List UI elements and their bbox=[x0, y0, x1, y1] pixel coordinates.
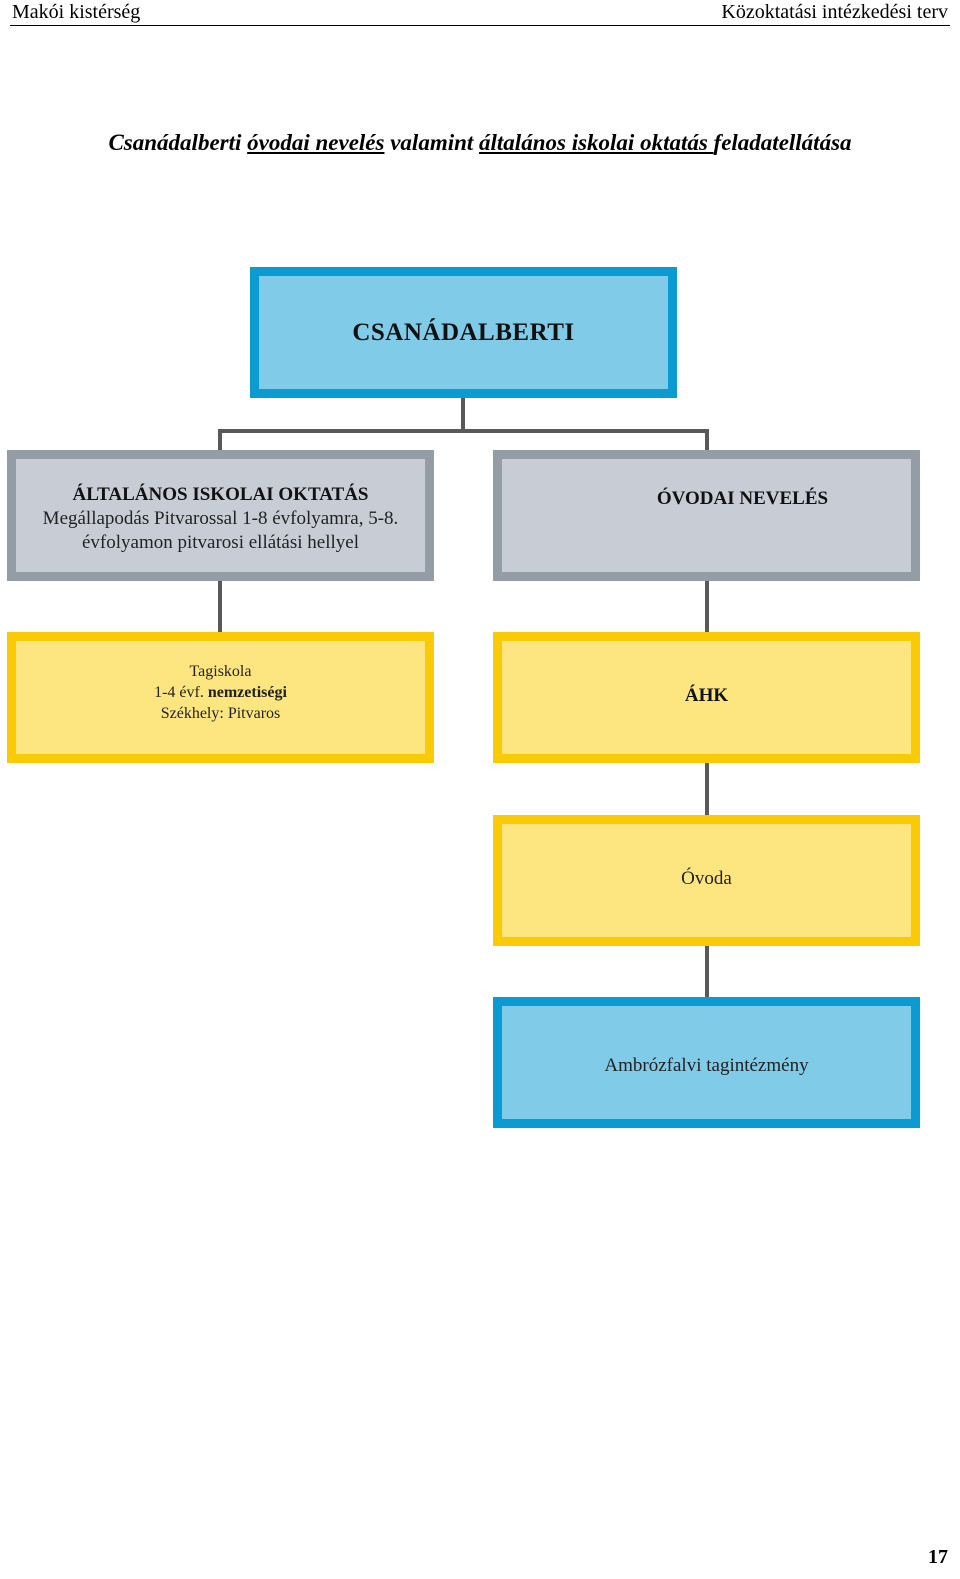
kindergarten-box: ÓVODAI NEVELÉS bbox=[493, 450, 920, 581]
connector-school-to-member bbox=[218, 580, 222, 633]
member-school-grades: 1-4 évf. bbox=[154, 684, 208, 701]
school-title: ÁLTALÁNOS ISKOLAI OKTATÁS bbox=[72, 484, 369, 505]
ovoda-box: Óvoda bbox=[493, 815, 920, 946]
root-box: CSANÁDALBERTI bbox=[250, 267, 677, 398]
school-box: ÁLTALÁNOS ISKOLAI OKTATÁS Megállapodás P… bbox=[7, 450, 434, 581]
member-school-box: Tagiskola 1-4 évf. nemzetiségi Székhely:… bbox=[7, 632, 434, 763]
member-school-line-1: Tagiskola bbox=[189, 663, 252, 680]
root-label: CSANÁDALBERTI bbox=[352, 318, 575, 346]
connector-ovoda-to-ambrozfalva bbox=[705, 945, 709, 998]
ovoda-label: Óvoda bbox=[681, 867, 732, 889]
ahk-label: ÁHK bbox=[684, 684, 729, 706]
ambrozfalva-label: Ambrózfalvi tagintézmény bbox=[604, 1054, 809, 1076]
connector-ahk-to-ovoda bbox=[705, 763, 709, 816]
member-school-line-3: Székhely: Pitvaros bbox=[160, 705, 281, 722]
connector-kindergarten-to-ahk bbox=[705, 580, 709, 633]
school-line-2: évfolyamon pitvarosi ellátási hellyel bbox=[81, 532, 359, 553]
school-line-1: Megállapodás Pitvarossal 1-8 évfolyamra,… bbox=[42, 508, 399, 529]
header-left-text: Makói kistérség bbox=[12, 1, 141, 23]
member-school-nationality: nemzetiségi bbox=[207, 684, 287, 701]
page-title: Csanádalberti óvodai nevelés valamint ál… bbox=[0, 128, 960, 158]
title-part-2: óvodai nevelés bbox=[247, 130, 385, 155]
title-part-4: általános iskolai oktatás bbox=[479, 130, 714, 155]
connector-to-kindergarten bbox=[705, 429, 709, 451]
ahk-box: ÁHK bbox=[493, 632, 920, 763]
connector-to-school bbox=[218, 429, 222, 451]
kindergarten-title: ÓVODAI NEVELÉS bbox=[656, 488, 829, 509]
header-divider bbox=[10, 25, 950, 26]
member-school-line-2: 1-4 évf. nemzetiségi bbox=[154, 682, 287, 703]
title-part-5: feladatellátása bbox=[713, 130, 852, 155]
ambrozfalva-box: Ambrózfalvi tagintézmény bbox=[493, 997, 920, 1128]
connector-horizontal-bar bbox=[218, 429, 709, 433]
connector-root-down bbox=[461, 397, 465, 432]
title-part-3: valamint bbox=[384, 130, 480, 155]
title-part-1: Csanádalberti bbox=[108, 130, 248, 155]
page-number: 17 bbox=[928, 1546, 948, 1568]
header-right-text: Közoktatási intézkedési terv bbox=[721, 1, 948, 23]
